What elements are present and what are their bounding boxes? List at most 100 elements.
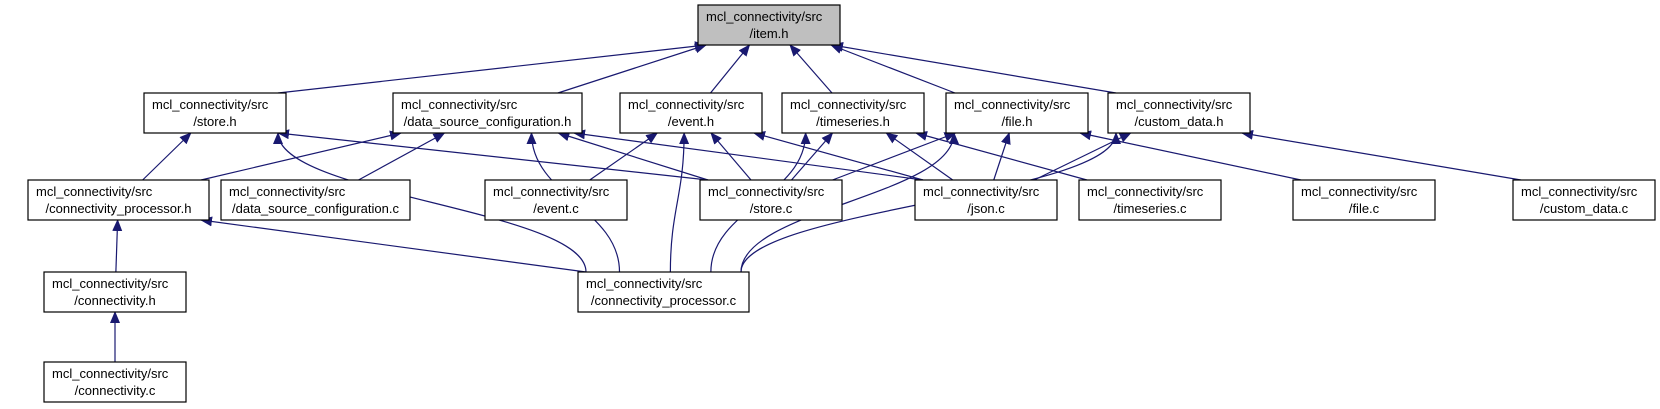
node-box — [392, 92, 583, 134]
edge-dsc_c-to-dsc_h — [358, 132, 446, 181]
node-label-file: /timeseries.c — [1114, 201, 1187, 216]
node-label-file: /timeseries.h — [816, 114, 890, 129]
edge-cp_c-to-file_h — [740, 132, 959, 273]
node-box — [43, 361, 187, 403]
edge-store_c-to-store_h — [277, 129, 709, 181]
node-dsc-c[interactable]: mcl_connectivity/src/data_source_configu… — [220, 179, 411, 221]
node-box — [143, 92, 287, 134]
node-box — [1107, 92, 1251, 134]
edge-cp_h-to-store_h — [142, 132, 192, 181]
edge-event_h-to-item_h — [710, 44, 751, 94]
node-cp-h[interactable]: mcl_connectivity/src/connectivity_proces… — [27, 179, 210, 221]
edge-json_c-to-file_h — [993, 132, 1011, 181]
node-box — [699, 179, 843, 221]
node-label-file: /custom_data.c — [1540, 201, 1629, 216]
node-label-file: /file.c — [1349, 201, 1380, 216]
node-timeseries-h[interactable]: mcl_connectivity/src/timeseries.h — [781, 92, 925, 134]
node-dsc-h[interactable]: mcl_connectivity/src/data_source_configu… — [392, 92, 583, 134]
edge-json_c-to-timeseries_h — [885, 132, 954, 181]
node-label-path: mcl_connectivity/src — [52, 276, 169, 291]
edge-json_c-to-custom_data_h — [1033, 132, 1132, 181]
node-label-path: mcl_connectivity/src — [493, 184, 610, 199]
edge-cp_c-to-event_h — [669, 132, 690, 273]
edge-timeseries_h-to-item_h — [789, 44, 833, 94]
node-label-path: mcl_connectivity/src — [628, 97, 745, 112]
node-label-path: mcl_connectivity/src — [1116, 97, 1233, 112]
node-box — [27, 179, 210, 221]
node-label-file: /event.h — [668, 114, 714, 129]
edge-file_h-to-item_h — [830, 44, 956, 94]
node-box — [781, 92, 925, 134]
node-cp-c[interactable]: mcl_connectivity/src/connectivity_proces… — [577, 271, 750, 313]
node-label-path: mcl_connectivity/src — [1301, 184, 1418, 199]
edge-store_c-to-file_h — [832, 132, 957, 181]
node-custom-data-c[interactable]: mcl_connectivity/src/custom_data.c — [1512, 179, 1656, 221]
node-label-path: mcl_connectivity/src — [52, 366, 169, 381]
node-label-file: /connectivity_processor.h — [46, 201, 192, 216]
edge-store_c-to-event_h — [710, 132, 752, 181]
node-label-file: /file.h — [1001, 114, 1032, 129]
node-connectivity-c[interactable]: mcl_connectivity/src/connectivity.c — [43, 361, 187, 403]
node-box — [577, 271, 750, 313]
node-label-file: /data_source_configuration.h — [404, 114, 572, 129]
node-box — [1512, 179, 1656, 221]
node-label-file: /data_source_configuration.c — [232, 201, 399, 216]
node-label-path: mcl_connectivity/src — [152, 97, 269, 112]
node-box — [945, 92, 1089, 134]
edge-custom_data_h-to-item_h — [831, 41, 1117, 94]
edge-json_c-to-event_h — [753, 131, 924, 181]
node-store-c[interactable]: mcl_connectivity/src/store.c — [699, 179, 843, 221]
node-label-file: /connectivity.h — [74, 293, 155, 308]
node-label-path: mcl_connectivity/src — [706, 9, 823, 24]
node-label-file: /connectivity_processor.c — [591, 293, 737, 308]
edge-json_c-to-dsc_h — [573, 129, 924, 181]
node-label-path: mcl_connectivity/src — [229, 184, 346, 199]
node-label-path: mcl_connectivity/src — [954, 97, 1071, 112]
node-label-path: mcl_connectivity/src — [1521, 184, 1638, 199]
node-label-file: /custom_data.h — [1135, 114, 1224, 129]
node-file-h[interactable]: mcl_connectivity/src/file.h — [945, 92, 1089, 134]
node-label-path: mcl_connectivity/src — [401, 97, 518, 112]
edge-dsc_h-to-item_h — [557, 43, 707, 94]
node-box — [1078, 179, 1222, 221]
edge-store_h-to-item_h — [277, 41, 707, 94]
node-custom-data-h[interactable]: mcl_connectivity/src/custom_data.h — [1107, 92, 1251, 134]
node-label-file: /item.h — [749, 26, 788, 41]
node-label-path: mcl_connectivity/src — [923, 184, 1040, 199]
edge-file_c-to-file_h — [1079, 130, 1302, 181]
edge-cp_h-to-dsc_h — [200, 130, 402, 181]
node-label-file: /store.h — [193, 114, 236, 129]
node-event-h[interactable]: mcl_connectivity/src/event.h — [619, 92, 763, 134]
edge-cp_c-to-cp_h — [200, 216, 587, 273]
node-item-h[interactable]: mcl_connectivity/src/item.h — [697, 4, 841, 46]
node-label-file: /json.c — [967, 201, 1005, 216]
edge-connectivity_h-to-cp_h — [112, 219, 123, 273]
node-label-path: mcl_connectivity/src — [36, 184, 153, 199]
edge-store_c-to-timeseries_h — [791, 132, 834, 181]
node-box — [484, 179, 628, 221]
node-event-c[interactable]: mcl_connectivity/src/event.c — [484, 179, 628, 221]
node-connectivity-h[interactable]: mcl_connectivity/src/connectivity.h — [43, 271, 187, 313]
node-box — [619, 92, 763, 134]
node-label-file: /event.c — [533, 201, 579, 216]
edge-event_c-to-event_h — [589, 132, 659, 181]
nodes-layer: mcl_connectivity/src/item.hmcl_connectiv… — [27, 4, 1656, 403]
node-label-path: mcl_connectivity/src — [790, 97, 907, 112]
node-label-file: /connectivity.c — [75, 383, 156, 398]
node-label-path: mcl_connectivity/src — [586, 276, 703, 291]
edge-cp_c-to-store_h — [273, 132, 587, 273]
node-box — [43, 271, 187, 313]
node-timeseries-c[interactable]: mcl_connectivity/src/timeseries.c — [1078, 179, 1222, 221]
node-label-path: mcl_connectivity/src — [708, 184, 825, 199]
edge-custom_data_c-to-custom_data_h — [1241, 129, 1522, 181]
node-file-c[interactable]: mcl_connectivity/src/file.c — [1292, 179, 1436, 221]
node-json-c[interactable]: mcl_connectivity/src/json.c — [914, 179, 1058, 221]
edge-store_c-to-dsc_h — [557, 131, 709, 181]
node-store-h[interactable]: mcl_connectivity/src/store.h — [143, 92, 287, 134]
node-box — [1292, 179, 1436, 221]
node-box — [220, 179, 411, 221]
node-box — [914, 179, 1058, 221]
node-label-file: /store.c — [750, 201, 793, 216]
node-label-path: mcl_connectivity/src — [1087, 184, 1204, 199]
